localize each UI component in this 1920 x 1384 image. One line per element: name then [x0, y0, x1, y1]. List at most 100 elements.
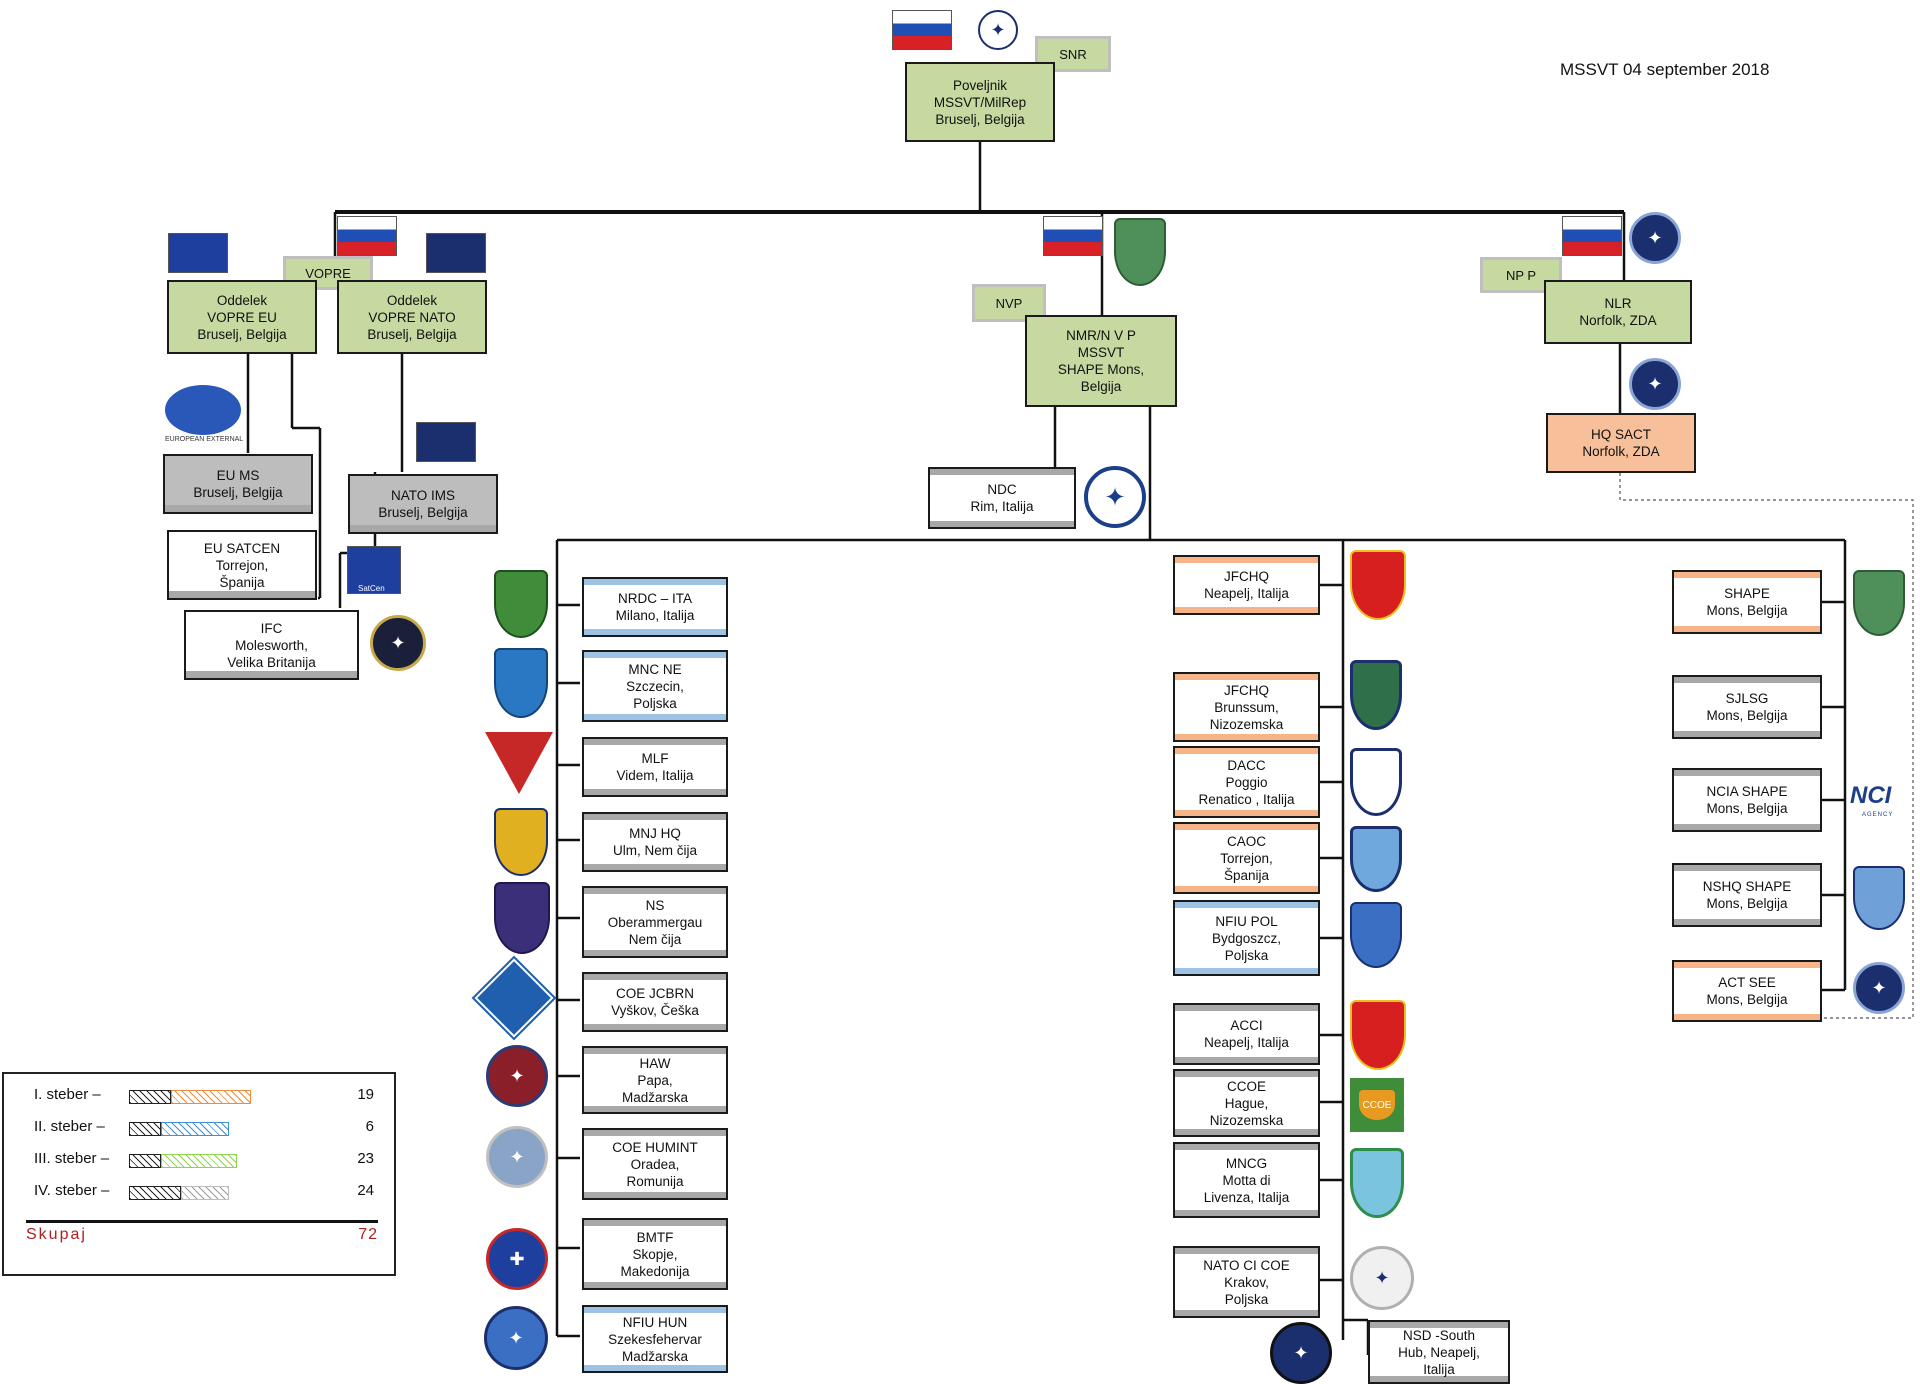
box-nato-ims[interactable]: NATO IMS Bruselj, Belgija — [348, 474, 498, 534]
box-ncia-shape[interactable]: NCIA SHAPE Mons, Belgija — [1672, 768, 1822, 832]
box-nrdc-ita[interactable]: NRDC – ITA Milano, Italija — [582, 577, 728, 637]
box-mnj-hq[interactable]: MNJ HQ Ulm, Nem čija — [582, 812, 728, 872]
box-ndc[interactable]: NDC Rim, Italija — [928, 467, 1076, 529]
box-coe-jcbrn[interactable]: COE JCBRN Vyškov, Češka — [582, 972, 728, 1032]
slovenia-flag-icon — [1562, 216, 1622, 256]
box-acci[interactable]: ACCI Neapelj, Italija — [1173, 1003, 1320, 1065]
legend-bar-black — [129, 1154, 161, 1168]
box-dacc[interactable]: DACC Poggio Renatico , Italija — [1173, 746, 1320, 818]
ncia-logo-text: NCI — [1850, 782, 1892, 809]
box-ccoe[interactable]: CCOE Hague, Nizozemska — [1173, 1069, 1320, 1137]
nato-flag-icon — [426, 233, 486, 273]
box-mncg[interactable]: MNCG Motta di Livenza, Italija — [1173, 1142, 1320, 1218]
nsd-south-emblem-icon: ✦ — [1270, 1322, 1332, 1384]
legend-count: 23 — [357, 1150, 374, 1167]
dacc-shield-icon — [1350, 748, 1402, 816]
legend-bar-black — [129, 1186, 181, 1200]
legend-label: III. steber – — [34, 1150, 110, 1167]
coe-humint-emblem-icon: ✦ — [486, 1126, 548, 1188]
legend-bar-black — [129, 1122, 161, 1136]
box-nfiu-pol[interactable]: NFIU POL Bydgoszcz, Poljska — [1173, 900, 1320, 976]
box-oddelek-vopre-nato[interactable]: Oddelek VOPRE NATO Bruselj, Belgija — [337, 280, 487, 354]
box-poveljnik[interactable]: Poveljnik MSSVT/MilRep Bruselj, Belgija — [905, 62, 1055, 142]
box-sjlsg[interactable]: SJLSG Mons, Belgija — [1672, 675, 1822, 739]
legend-row-pillar-3: III. steber – 23 — [34, 1150, 374, 1172]
box-nmr-nvp-mssvt[interactable]: NMR/N V P MSSVT SHAPE Mons, Belgija — [1025, 315, 1177, 407]
acci-shield-icon — [1350, 1000, 1406, 1070]
legend-label: IV. steber – — [34, 1182, 110, 1199]
box-nfiu-hun[interactable]: NFIU HUN Szekesfehervar Madžarska — [582, 1305, 728, 1373]
nfiu-pol-shield-icon — [1350, 902, 1402, 968]
haw-emblem-icon: ✦ — [486, 1045, 548, 1107]
ccoe-logo-icon: CCOE — [1350, 1078, 1404, 1132]
nshq-shield-icon — [1853, 866, 1905, 930]
nato-flag-icon — [416, 422, 476, 462]
box-ns[interactable]: NS Oberammergau Nem čija — [582, 886, 728, 958]
box-eu-satcen[interactable]: EU SATCEN Torrejon, Španija — [167, 530, 317, 600]
satcen-logo-icon — [347, 546, 401, 594]
legend-panel: I. steber – 19 II. steber – 6 III. stebe… — [2, 1072, 396, 1276]
slovenia-flag-icon — [892, 10, 952, 50]
box-mlf[interactable]: MLF Videm, Italija — [582, 737, 728, 797]
legend-count: 24 — [357, 1182, 374, 1199]
tag-npp: NP P — [1480, 257, 1562, 293]
chart-date-title: MSSVT 04 september 2018 — [1560, 60, 1770, 79]
ifc-emblem-icon: ✦ — [370, 615, 426, 671]
box-haw[interactable]: HAW Papa, Madžarska — [582, 1046, 728, 1114]
slovenia-flag-icon — [337, 216, 397, 256]
legend-row-pillar-4: IV. steber – 24 — [34, 1182, 374, 1204]
eeas-logo-icon — [165, 385, 241, 435]
nrdc-shield-icon — [494, 570, 548, 638]
act-emblem-icon: ✦ — [1853, 962, 1905, 1014]
box-eu-ms[interactable]: EU MS Bruselj, Belgija — [163, 454, 313, 514]
legend-count: 6 — [365, 1118, 374, 1135]
eeas-logo-text: EUROPEAN EXTERNAL — [165, 436, 244, 443]
act-emblem-icon: ✦ — [1629, 212, 1681, 264]
legend-bar-color — [181, 1186, 229, 1200]
box-ifc[interactable]: IFC Molesworth, Velika Britanija — [184, 610, 359, 680]
slovenia-flag-icon — [1043, 216, 1103, 256]
nato-ci-coe-emblem-icon: ✦ — [1350, 1246, 1414, 1310]
shape-shield-icon — [1114, 218, 1166, 286]
box-act-see[interactable]: ACT SEE Mons, Belgija — [1672, 960, 1822, 1022]
legend-bar-black — [129, 1090, 171, 1104]
box-nlr[interactable]: NLR Norfolk, ZDA — [1544, 280, 1692, 344]
ccoe-logo-text: CCOE — [1359, 1090, 1395, 1120]
box-nsd-south[interactable]: NSD -South Hub, Neapelj, Italija — [1368, 1320, 1510, 1384]
box-caoc[interactable]: CAOC Torrejon, Španija — [1173, 822, 1320, 894]
box-hq-sact[interactable]: HQ SACT Norfolk, ZDA — [1546, 413, 1696, 473]
legend-row-pillar-1: I. steber – 19 — [34, 1086, 374, 1108]
box-bmtf[interactable]: BMTF Skopje, Makedonija — [582, 1218, 728, 1290]
mlf-triangle-icon — [485, 732, 553, 794]
shape-shield-icon — [1853, 570, 1905, 636]
legend-label: I. steber – — [34, 1086, 101, 1103]
box-shape[interactable]: SHAPE Mons, Belgija — [1672, 570, 1822, 634]
act-emblem-icon: ✦ — [1629, 358, 1681, 410]
mnc-ne-shield-icon — [494, 648, 548, 718]
legend-row-pillar-2: II. steber – 6 — [34, 1118, 374, 1140]
box-mnc-ne[interactable]: MNC NE Szczecin, Poljska — [582, 650, 728, 722]
legend-label: II. steber – — [34, 1118, 105, 1135]
jfchq-naples-shield-icon — [1350, 550, 1406, 620]
ncia-logo-subtext: AGENCY — [1862, 812, 1894, 818]
legend-total-value: 72 — [358, 1226, 378, 1243]
caoc-shield-icon — [1350, 826, 1402, 892]
ns-shield-icon — [494, 882, 550, 954]
box-nshq-shape[interactable]: NSHQ SHAPE Mons, Belgija — [1672, 863, 1822, 927]
box-jfchq-neapelj[interactable]: JFCHQ Neapelj, Italija — [1173, 555, 1320, 615]
legend-bar-color — [161, 1122, 229, 1136]
nato-compass-icon: ✦ — [978, 10, 1018, 50]
box-oddelek-vopre-eu[interactable]: Oddelek VOPRE EU Bruselj, Belgija — [167, 280, 317, 354]
box-nato-ci-coe[interactable]: NATO CI COE Krakov, Poljska — [1173, 1246, 1320, 1318]
mnj-hq-shield-icon — [494, 808, 548, 876]
mncg-cimic-shield-icon — [1350, 1148, 1404, 1218]
nfiu-hun-emblem-icon: ✦ — [484, 1306, 548, 1370]
box-jfchq-brunssum[interactable]: JFCHQ Brunssum, Nizozemska — [1173, 672, 1320, 742]
box-coe-humint[interactable]: COE HUMINT Oradea, Romunija — [582, 1128, 728, 1200]
legend-total-row: Skupaj 72 — [26, 1220, 378, 1244]
jfchq-brunssum-shield-icon — [1350, 660, 1402, 730]
legend-bar-color — [171, 1090, 251, 1104]
legend-bar-color — [161, 1154, 237, 1168]
legend-count: 19 — [357, 1086, 374, 1103]
